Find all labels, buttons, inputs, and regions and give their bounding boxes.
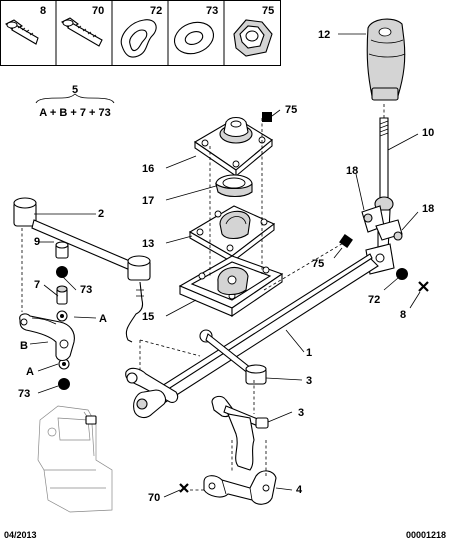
callout-73-b: 73: [18, 388, 30, 400]
callout-17: 17: [142, 195, 154, 207]
callout-7: 7: [34, 279, 40, 291]
callout-1: 1: [306, 347, 312, 359]
bolt-icon: [5, 19, 39, 45]
bolt-8-position-marker: [418, 281, 429, 292]
leader-lines: [29, 33, 421, 498]
parts-header-strip: 8 70 72 73 75: [0, 0, 281, 66]
callout-3-b: 3: [298, 407, 304, 419]
callout-4: 4: [296, 484, 303, 496]
callout-18-right: 18: [422, 203, 434, 215]
callout-18-left: 18: [346, 165, 358, 177]
callout-75-mid: 75: [312, 258, 324, 270]
callout-15: 15: [142, 311, 154, 323]
footer-reference: 00001218: [406, 530, 446, 540]
header-cell-73-label: 73: [206, 5, 218, 17]
lever-pivot-bracket: [361, 205, 403, 275]
callout-labels: 75 16 17 13 15 75 12 10 18 18 72 8 2 9 7…: [18, 29, 434, 504]
linkage-rod: [13, 197, 151, 343]
callout-B: B: [20, 340, 28, 352]
kidney-washer-icon: [120, 19, 157, 58]
callout-13: 13: [142, 238, 154, 250]
kit-formula-text: A + B + 7 + 73: [39, 107, 110, 119]
callout-16: 16: [142, 163, 154, 175]
ring-washer-icon: [173, 21, 215, 55]
callout-12: 12: [318, 29, 330, 41]
footer-date: 04/2013: [4, 530, 37, 540]
callout-2: 2: [98, 208, 104, 220]
nut-icon: [233, 19, 273, 57]
header-cell-75-label: 75: [262, 5, 274, 17]
callout-A-a: A: [99, 313, 107, 325]
callout-72: 72: [368, 294, 380, 306]
middle-guide-plate: [188, 205, 276, 264]
gearbox-housing: [37, 405, 113, 513]
kit-number: 5: [72, 84, 78, 96]
callout-8: 8: [400, 309, 406, 321]
base-plate: [178, 255, 284, 318]
bolt-70-position-marker: [179, 483, 189, 493]
upper-housing-cover: [193, 116, 273, 178]
callout-70: 70: [148, 492, 160, 504]
header-cell-8-label: 8: [40, 5, 46, 17]
nut-75-top-marker: [262, 112, 272, 122]
assembly-axis: [263, 241, 346, 291]
header-cell-72-label: 72: [150, 5, 162, 17]
gear-knob: [366, 18, 406, 101]
header-cell-70-label: 70: [92, 5, 104, 17]
washer-72-marker: [396, 268, 408, 280]
mounting-bracket: [203, 470, 277, 505]
selector-lever: [19, 313, 75, 362]
callout-A-b: A: [26, 366, 34, 378]
long-bolt-icon: [61, 17, 103, 47]
callout-10: 10: [422, 127, 434, 139]
kit-formula: 5 A + B + 7 + 73: [35, 84, 115, 119]
main-shift-rod: [125, 253, 379, 419]
bellows-seal: [215, 174, 253, 198]
lower-link: [211, 395, 269, 471]
callout-9: 9: [34, 236, 40, 248]
small-parts-column: [21, 228, 70, 390]
callout-3-a: 3: [306, 375, 312, 387]
assembly-axis: [139, 339, 201, 357]
callout-75-top: 75: [285, 104, 297, 116]
callout-73-a: 73: [80, 284, 92, 296]
nut-75-mid-marker: [339, 234, 353, 248]
